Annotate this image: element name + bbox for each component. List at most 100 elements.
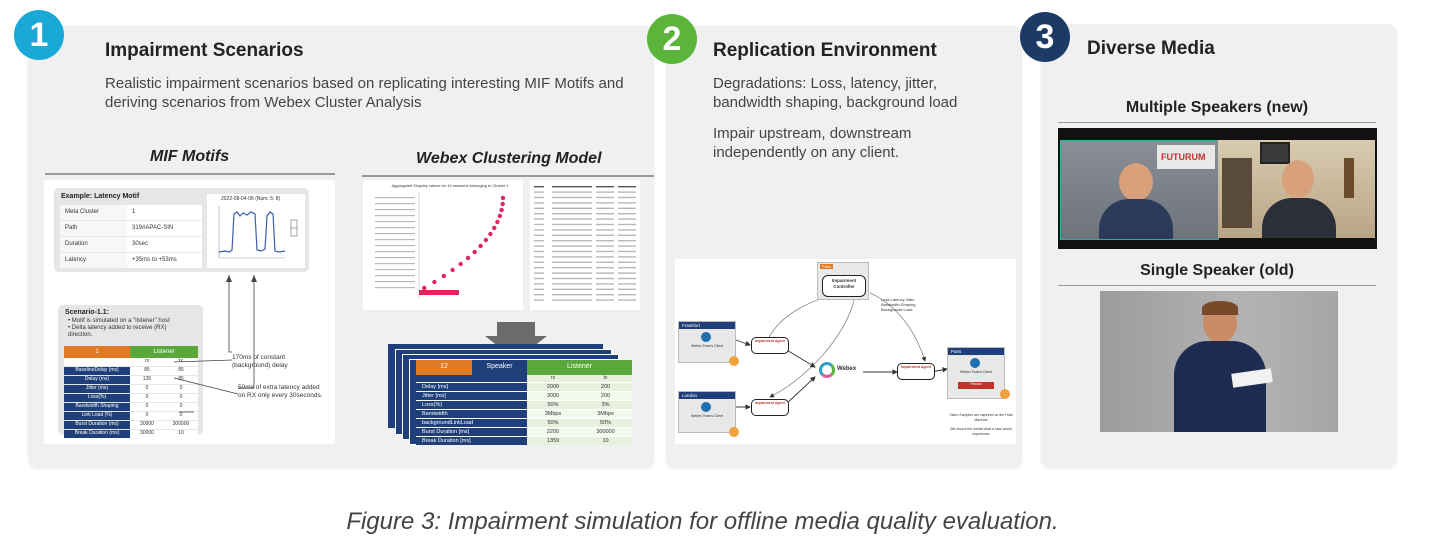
config-param-label: Bandwidth xyxy=(416,409,527,418)
cluster-table-cell xyxy=(552,277,592,280)
motif-row-label: Latency xyxy=(60,253,127,268)
shapley-value-marker xyxy=(465,255,471,261)
scenario-box: Scenario-1.1: • Motif is simulated on a … xyxy=(58,305,203,438)
cluster-table-cell xyxy=(534,240,544,242)
futurum-backdrop xyxy=(1157,145,1215,169)
shapley-value-marker xyxy=(458,261,463,267)
cluster-table-cell xyxy=(618,202,636,204)
impairment-config-table: 12 Speaker Listener rx tx Delay [ms]2000… xyxy=(416,360,632,445)
cluster-table-cell xyxy=(618,223,636,226)
cluster-table-cell xyxy=(596,196,614,199)
shapley-value-marker xyxy=(500,201,505,207)
cluster-data-table xyxy=(530,180,640,310)
capture-note: Video Samples are captured on the Host M… xyxy=(949,413,1013,422)
config-param-value: 200 xyxy=(579,391,632,400)
speaker-tile-right xyxy=(1218,140,1375,238)
speaker-body xyxy=(1262,198,1336,238)
cluster-table-cell xyxy=(534,245,544,247)
cluster-table-cell xyxy=(596,240,614,242)
speaker-tile-left: FUTURUM xyxy=(1060,140,1219,240)
london-label: London xyxy=(679,392,735,399)
shapley-value-marker xyxy=(432,279,437,285)
cluster-table-cell xyxy=(618,218,636,220)
cluster-table-cell xyxy=(596,245,614,247)
shapley-value-marker xyxy=(492,225,497,231)
shapley-value-marker xyxy=(500,195,506,201)
cluster-table-cell xyxy=(552,294,592,296)
webex-clustering-rule xyxy=(362,175,654,177)
cluster-table-cell xyxy=(552,283,592,285)
cluster-table-cell xyxy=(552,240,592,242)
impairment-scenarios-description: Realistic impairment scenarios based on … xyxy=(105,75,624,111)
mif-motifs-figure: Example: Latency Motif Meta Cluster 1 Pa… xyxy=(44,180,335,444)
cluster-table-cell xyxy=(534,288,544,290)
shapley-value-marker xyxy=(472,249,477,255)
scenario-param-label: Burst Duration (ms) xyxy=(64,421,130,429)
cluster-table-cell xyxy=(618,294,636,296)
cluster-table-cell xyxy=(596,234,614,236)
down-arrow-icon xyxy=(485,322,547,360)
cluster-table-cell xyxy=(618,234,636,236)
webex-client-label: Webex Teams Client xyxy=(691,344,723,348)
cluster-table-cell xyxy=(618,186,636,188)
mif-motifs-rule xyxy=(45,173,335,175)
config-param-value: 200 xyxy=(579,382,632,391)
config-param-value: 2000 xyxy=(527,382,579,391)
cluster-table-cell xyxy=(534,299,544,301)
webex-clustering-heading: Webex Clustering Model xyxy=(416,150,602,167)
cluster-table-cell xyxy=(534,202,544,204)
record-icon xyxy=(1000,389,1010,399)
cluster-table-cell xyxy=(596,202,614,204)
config-param-label: backgroundLinkLoad xyxy=(416,418,527,427)
motif-row-value: 319#APAC-SIN xyxy=(132,225,174,231)
shapley-feature-label xyxy=(375,263,415,265)
cluster-table-cell xyxy=(534,256,544,258)
shapley-feature-label xyxy=(375,203,415,205)
cluster-table-cell xyxy=(552,213,592,215)
motif-row-label: Duration xyxy=(60,237,127,252)
scenario-param-value: 0 xyxy=(179,385,183,391)
scenario-param-label: Break Duration (ms) xyxy=(64,430,130,438)
cluster-table-cell xyxy=(534,213,544,215)
scenario-bullet: • Motif is simulated on a "listener" hos… xyxy=(68,318,170,324)
cluster-table-cell xyxy=(618,261,636,263)
record-badge: Record xyxy=(958,382,994,389)
scenario-param-value: 85 xyxy=(178,367,184,373)
replication-environment-title: Replication Environment xyxy=(713,40,937,61)
cluster-table-cell xyxy=(552,245,592,247)
scenario-param-value: 30000 xyxy=(140,421,154,427)
cluster-table-cell xyxy=(596,207,614,209)
webex-client-label: Webex Teams Client xyxy=(960,370,992,374)
cluster-table-cell xyxy=(596,256,614,258)
scenario-param-value: 85 xyxy=(144,367,150,373)
replication-environment-description: Degradations: Loss, latency, jitter, ban… xyxy=(713,75,958,111)
constant-delay-note: 170ms of constant (background) delay xyxy=(232,354,288,369)
cluster-table-cell xyxy=(618,229,636,231)
cluster-table-cell xyxy=(618,283,636,285)
shapley-value-marker xyxy=(488,231,493,237)
cluster-table-cell xyxy=(596,218,614,220)
config-param-value: 3000 xyxy=(527,391,579,400)
cluster-table-cell xyxy=(596,223,614,226)
cluster-table-cell xyxy=(618,267,636,269)
cluster-table-cell xyxy=(596,299,614,301)
scenario-param-value: 300000 xyxy=(172,421,190,427)
cluster-table-cell xyxy=(534,250,544,253)
config-param-value: 50% xyxy=(527,418,579,427)
cluster-table-cell xyxy=(618,250,636,253)
cluster-table-cell xyxy=(534,294,544,296)
config-param-value: 10 xyxy=(579,436,632,445)
scenario-param-value: 135 xyxy=(142,376,152,382)
scenario-param-label: Jitter (ms) xyxy=(64,385,130,393)
motif-row-value: 1 xyxy=(132,209,136,215)
controller-note: Loss Latency Jitter Bandwidth Shaping Ba… xyxy=(881,297,916,312)
speaker-head xyxy=(1119,163,1153,201)
shapley-feature-label xyxy=(375,269,415,271)
config-param-label: Burst Duration [ms] xyxy=(416,427,527,436)
